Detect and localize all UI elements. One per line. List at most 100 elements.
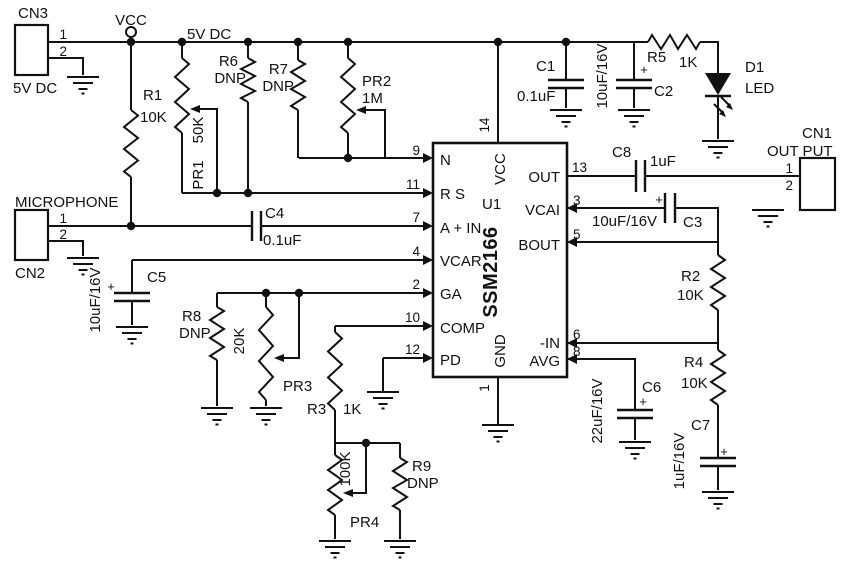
ic-pin-ain-name: A + IN (440, 220, 481, 237)
r1-value: 10K (140, 109, 167, 126)
cap-c8-body (634, 160, 647, 192)
r3-value: 1K (343, 401, 361, 418)
pr4-wiper-arrow (343, 489, 353, 497)
labels: VCC 5V DC CN3 5V DC 1 2 MICROPHONE 1 2 C… (13, 5, 833, 531)
r2-ref: R2 (681, 268, 700, 285)
ic-pin-avg-name: AVG (529, 353, 560, 370)
ic-pin-ga-num: 2 (412, 277, 420, 292)
r7-value: DNP (262, 78, 294, 95)
d1-ref: D1 (745, 59, 764, 76)
pot-wiper-arrows (190, 105, 366, 497)
resistor-r5-body (647, 33, 701, 51)
ic-pin-arrows (423, 153, 577, 364)
pr3-ref: PR3 (283, 378, 312, 395)
ic-pin-rs-num: 11 (406, 177, 420, 192)
ic-pin-out-name: OUT (528, 169, 560, 186)
cn1-pin1: 1 (785, 161, 793, 176)
ic-pin-vcc-num: 14 (477, 117, 492, 133)
c6-value: 22uF/16V (589, 378, 606, 443)
cn1-ref: CN1 (802, 125, 832, 142)
r5-ref: R5 (647, 49, 666, 66)
c7-value: 1uF/16V (671, 433, 688, 490)
connector-cn2-box (13, 208, 50, 262)
r5-value: 1K (679, 54, 697, 71)
c4-ref: C4 (265, 205, 284, 222)
ic-part-number: SSM2166 (480, 226, 502, 317)
cap-c1-body (548, 78, 584, 90)
pr3-value: 20K (231, 328, 248, 355)
r8-value: DNP (179, 325, 211, 342)
c5-plus: + (107, 279, 115, 294)
r6-value: DNP (214, 70, 246, 87)
ic-pin-rs-name: R S (440, 186, 465, 203)
pot-pr4-body (326, 454, 344, 516)
cn3-pin1: 1 (59, 27, 67, 42)
resistor-r2-body (709, 254, 727, 311)
cap-c3-body (663, 193, 677, 223)
vcc-terminal-circle (125, 26, 137, 38)
resistor-r4-body (709, 349, 727, 406)
cn3-name: 5V DC (13, 80, 57, 97)
cn3-ref: CN3 (18, 5, 48, 22)
c1-ref: C1 (536, 58, 555, 75)
capacitor-bodies (114, 78, 736, 468)
ic-pin-n-name: N (440, 152, 451, 169)
ic-pin-inn-num: 6 (573, 327, 581, 342)
ic-pin-vcar-name: VCAR (440, 253, 482, 270)
pr2-wiper-arrow (356, 106, 366, 114)
ic-pin-vcai-name: VCAI (525, 202, 560, 219)
ic-pin-vcar-num: 4 (412, 244, 420, 259)
ic-pin-vcc-name: VCC (492, 153, 509, 185)
c8-value: 1uF (650, 153, 676, 170)
cap-c2-body (616, 78, 652, 90)
r2-value: 10K (677, 287, 704, 304)
ic-pin-avg-num: 8 (573, 344, 581, 359)
ic-pin-out-num: 13 (572, 160, 587, 175)
c7-plus: + (720, 444, 728, 459)
ic-pin-bout-name: BOUT (518, 237, 560, 254)
pr2-value: 1M (362, 90, 383, 107)
pot-pr2-body (339, 57, 357, 134)
c6-ref: C6 (642, 379, 661, 396)
ic-pin-ga-name: GA (440, 286, 462, 303)
cn1-name: OUT PUT (767, 143, 833, 160)
cn3-pin2: 2 (59, 44, 67, 59)
pr4-value: 100K (337, 451, 354, 486)
resistor-bodies (122, 33, 727, 516)
r7-ref: R7 (269, 61, 288, 78)
ic-ref: U1 (482, 196, 501, 213)
r6-ref: R6 (219, 53, 238, 70)
pr1-wiper-arrow (190, 105, 200, 113)
cap-c4-body (250, 211, 263, 241)
ic-pin-comp-name: COMP (440, 320, 485, 337)
c6-plus: + (639, 394, 647, 409)
ic-pin-gnd-name: GND (492, 334, 509, 368)
resistor-r1-body (122, 109, 140, 178)
pot-pr3-body (257, 306, 275, 401)
c5-value: 10uF/16V (87, 267, 104, 332)
pr1-value: 50K (190, 117, 207, 144)
cn2-name: MICROPHONE (15, 194, 118, 211)
c1-value: 0.1uF (517, 88, 555, 105)
c2-plus: + (640, 62, 648, 77)
rail-label: 5V DC (187, 26, 231, 43)
ic-pin-bout-num: 5 (573, 227, 581, 242)
pr4-ref: PR4 (350, 514, 379, 531)
ic-pin-vcai-num: 3 (573, 193, 581, 208)
c3-ref: C3 (683, 214, 702, 231)
junction-dots (126, 37, 571, 448)
ic-pin-comp-num: 10 (405, 310, 420, 325)
cn1-pin2: 2 (785, 178, 793, 193)
r1-ref: R1 (143, 87, 162, 104)
connector-cn1-box (798, 156, 837, 212)
cn2-pin1: 1 (59, 211, 67, 226)
pr1-ref: PR1 (190, 160, 207, 189)
r3-ref: R3 (307, 401, 326, 418)
r9-ref: R9 (412, 458, 431, 475)
c2-ref: C2 (654, 83, 673, 100)
pot-pr1-body (173, 57, 191, 134)
ic-pin-gnd-num: 1 (477, 384, 492, 392)
resistor-r8-body (208, 306, 226, 361)
c3-value: 10uF/16V (592, 213, 657, 230)
